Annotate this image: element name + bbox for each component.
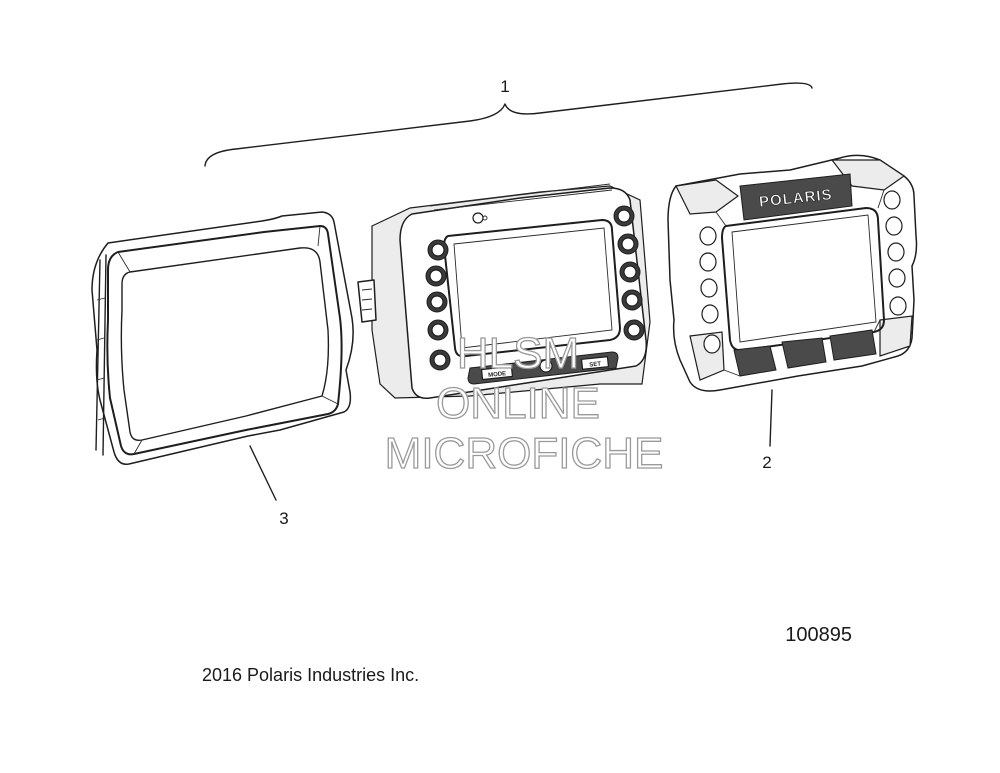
copyright-notice: 2016 Polaris Industries Inc.: [202, 665, 419, 685]
assembly-bracket: [204, 82, 813, 167]
bezel-right-holes: [883, 190, 907, 316]
instrument-bezel: POLARIS: [667, 154, 918, 392]
instrument-gauge: MODE SET: [357, 183, 651, 400]
set-button-label: SET: [589, 361, 602, 368]
callout-1-label: 1: [500, 77, 509, 96]
callout-3-leader: [249, 445, 277, 501]
callout-3-label: 3: [279, 509, 288, 528]
watermark-line-1: HLSM: [457, 329, 579, 378]
watermark-line-2: ONLINE: [436, 379, 600, 428]
right-indicator-column: [613, 205, 645, 341]
callout-2-label: 2: [762, 453, 771, 472]
callout-2-leader: [769, 389, 773, 447]
diagram-number: 100895: [785, 624, 852, 646]
instrument-cover: [91, 211, 354, 465]
left-indicator-column: [425, 239, 451, 371]
mode-button-label: MODE: [488, 371, 507, 379]
watermark: HLSM ONLINE MICROFICHE: [384, 328, 664, 478]
watermark-line-3: MICROFICHE: [385, 429, 664, 478]
bezel-left-holes: [699, 226, 721, 354]
